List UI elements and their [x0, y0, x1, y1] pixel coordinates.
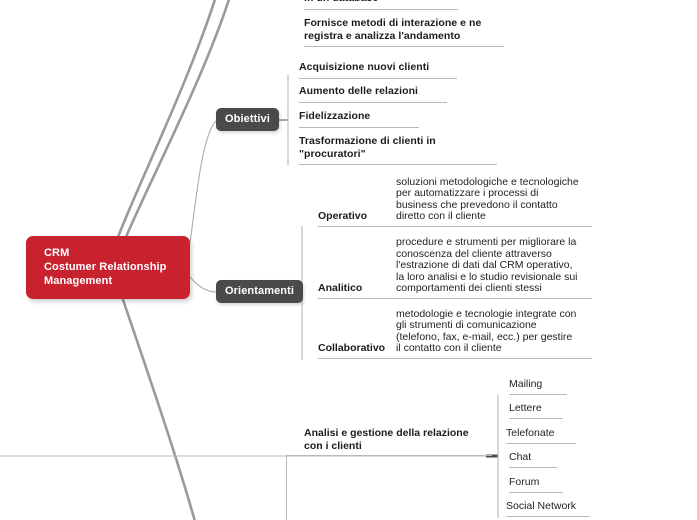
- channel-item-telefonate[interactable]: Telefonate: [506, 427, 576, 444]
- connector-root-obiettivi: [189, 120, 217, 244]
- orientamenti-row-operativo[interactable]: Operativo soluzioni metodologiche e tecn…: [318, 176, 592, 227]
- root-line-3: Management: [44, 275, 113, 287]
- obiettivi-item-1[interactable]: Aumento delle relazioni: [299, 85, 447, 103]
- connector-root-orientamenti: [189, 276, 217, 293]
- orientamenti-desc-collaborativo: metodologie e tecnologie integrate con g…: [396, 307, 577, 355]
- clipped-top-item[interactable]: in un database: [304, 0, 458, 10]
- branch-node-orientamenti[interactable]: Orientamenti: [216, 280, 304, 303]
- orientamenti-desc-analitico: procedure e strumenti per migliorare la …: [396, 236, 578, 295]
- analisi-empty-bracket: [286, 455, 492, 520]
- channel-item-social-network[interactable]: Social Network: [506, 500, 590, 517]
- obiettivi-item-2[interactable]: Fidelizzazione: [299, 110, 419, 128]
- analisi-label[interactable]: Analisi e gestione della relazione con i…: [304, 427, 469, 452]
- obiettivi-item-0[interactable]: Acquisizione nuovi clienti: [299, 61, 457, 79]
- orientamenti-desc-operativo: soluzioni metodologiche e tecnologiche p…: [396, 175, 579, 223]
- orientamenti-row-analitico[interactable]: Analitico procedure e strumenti per migl…: [318, 233, 592, 299]
- orientamenti-label-analitico: Analitico: [318, 282, 363, 294]
- channel-item-mailing[interactable]: Mailing: [509, 378, 567, 395]
- channel-item-chat[interactable]: Chat: [509, 451, 557, 468]
- root-line-1: CRM: [44, 247, 70, 259]
- orientamenti-row-collaborativo[interactable]: Collaborativo metodologie e tecnologie i…: [318, 305, 592, 359]
- channel-item-lettere[interactable]: Lettere: [509, 402, 563, 419]
- orientamenti-label-collaborativo: Collaborativo: [318, 342, 386, 354]
- top-orphan-item[interactable]: Fornisce metodi di interazione e ne regi…: [304, 17, 504, 47]
- orientamenti-label-operativo: Operativo: [318, 210, 368, 222]
- obiettivi-item-3[interactable]: Trasformazione di clienti in "procurator…: [299, 135, 497, 165]
- connector-root-down: [116, 284, 196, 520]
- root-line-2: Costumer Relationship: [44, 261, 167, 273]
- channel-item-forum[interactable]: Forum: [509, 476, 563, 493]
- connector-root-up-a: [116, 0, 217, 238]
- root-node-crm[interactable]: CRM Costumer Relationship Management: [26, 236, 190, 299]
- branch-node-obiettivi[interactable]: Obiettivi: [216, 108, 279, 131]
